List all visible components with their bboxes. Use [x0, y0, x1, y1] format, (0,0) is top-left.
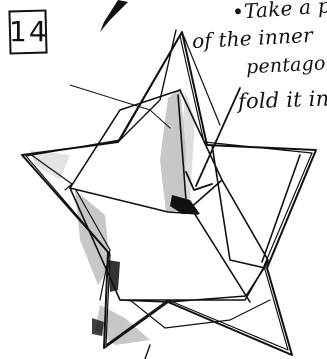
step-number: 14 [9, 10, 47, 54]
grey-wash-shading [30, 88, 195, 345]
top-ink-stroke [100, 0, 128, 32]
fold-arrow [186, 88, 240, 190]
instruction-line-4: fold it in [238, 86, 327, 113]
instruction-line-3: pentagon [245, 52, 327, 79]
